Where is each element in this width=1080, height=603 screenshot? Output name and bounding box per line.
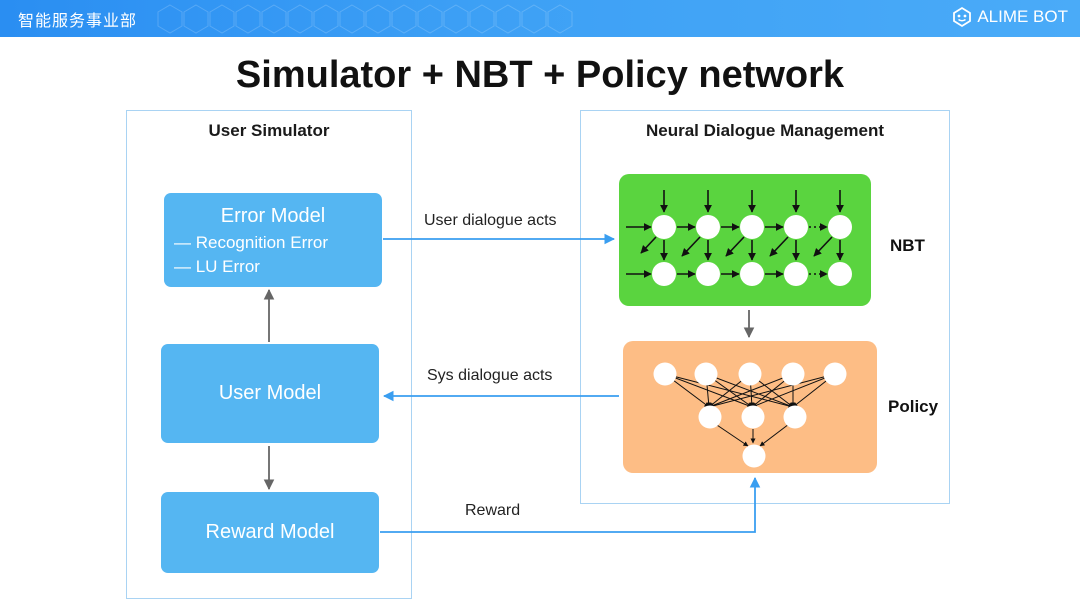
policy-node bbox=[741, 405, 765, 429]
nbt-node bbox=[828, 262, 852, 286]
policy-node bbox=[742, 444, 766, 468]
policy-nodes bbox=[653, 362, 847, 468]
robot-logo-icon bbox=[953, 6, 972, 28]
brand: ALIME BOT bbox=[951, 6, 1068, 28]
nbt-node bbox=[784, 262, 808, 286]
header-bar: 智能服务事业部 ALIME BOT bbox=[0, 0, 1080, 37]
nbt-diagonal-edge bbox=[769, 236, 789, 257]
error-model-item-recognition: — Recognition Error bbox=[174, 233, 329, 252]
brand-name: ALIME BOT bbox=[977, 7, 1068, 26]
nbt-network bbox=[626, 190, 844, 278]
policy-node bbox=[783, 405, 807, 429]
nbt-diagonal-edge bbox=[681, 236, 701, 257]
nbt-diagonal-edge bbox=[813, 236, 833, 257]
policy-node bbox=[653, 362, 677, 386]
nbt-nodes bbox=[652, 215, 852, 286]
nbt-node bbox=[696, 262, 720, 286]
nbt-node bbox=[652, 215, 676, 239]
header-pattern bbox=[157, 4, 573, 34]
nbt-node bbox=[652, 262, 676, 286]
policy-edge bbox=[751, 373, 836, 408]
reward-model-label: Reward Model bbox=[205, 521, 335, 543]
reward-model-box: Reward Model bbox=[161, 492, 379, 573]
policy-label: Policy bbox=[888, 397, 939, 416]
policy-node bbox=[698, 405, 722, 429]
error-model-box: Error Model — Recognition Error — LU Err… bbox=[164, 193, 382, 287]
user-dialogue-acts-label: User dialogue acts bbox=[424, 212, 557, 229]
nbt-node bbox=[740, 262, 764, 286]
nbt-node bbox=[828, 215, 852, 239]
nbt-node bbox=[784, 215, 808, 239]
policy-edge bbox=[705, 373, 794, 408]
user-model-box: User Model bbox=[161, 344, 379, 443]
policy-node bbox=[823, 362, 847, 386]
nbt-diagonal-edge bbox=[725, 236, 745, 257]
slide-title: Simulator + NBT + Policy network bbox=[235, 54, 845, 96]
nbt-node bbox=[696, 215, 720, 239]
org-name: 智能服务事业部 bbox=[18, 11, 138, 30]
dialogue-management-title: Neural Dialogue Management bbox=[645, 121, 885, 140]
error-model-title: Error Model bbox=[220, 205, 326, 227]
error-model-item-lu: — LU Error bbox=[174, 257, 260, 276]
policy-edge bbox=[708, 373, 836, 409]
reward-label: Reward bbox=[465, 502, 521, 519]
policy-node bbox=[694, 362, 718, 386]
user-simulator-title: User Simulator bbox=[208, 121, 330, 140]
nbt-diagonal-edge bbox=[640, 236, 657, 254]
nbt-node bbox=[740, 215, 764, 239]
policy-node bbox=[738, 362, 762, 386]
reward-arrow bbox=[380, 476, 761, 533]
sys-dialogue-acts-label: Sys dialogue acts bbox=[427, 367, 553, 384]
policy-node bbox=[781, 362, 805, 386]
policy-edge bbox=[664, 373, 753, 408]
policy-edge bbox=[708, 373, 794, 408]
nbt-label: NBT bbox=[890, 236, 925, 255]
user-model-label: User Model bbox=[218, 382, 322, 404]
